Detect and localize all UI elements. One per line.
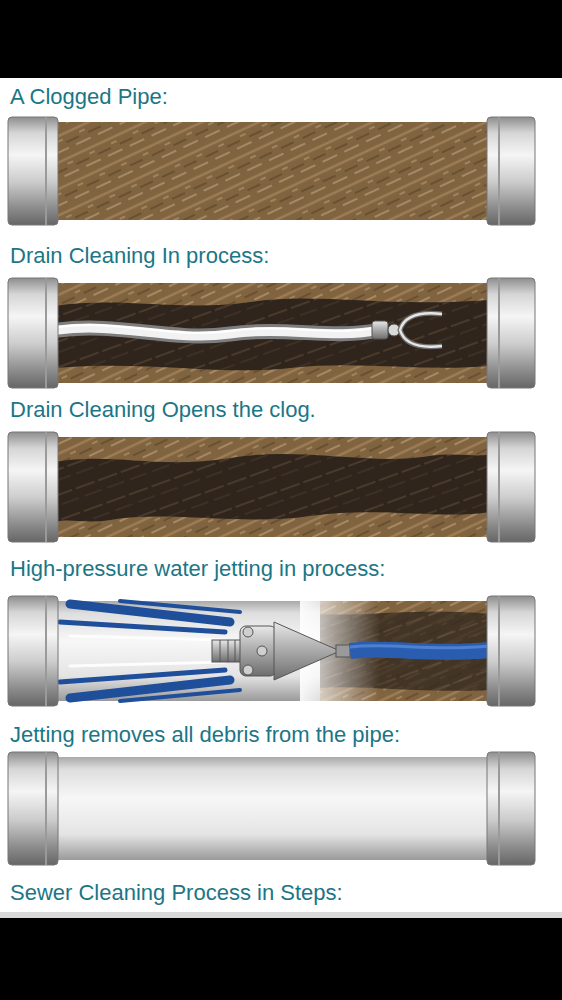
step-label: Drain Cleaning Opens the clog. — [10, 397, 316, 423]
jetting-pipe — [8, 596, 535, 706]
cable-pipe — [8, 278, 535, 388]
clean-pipe — [8, 752, 535, 865]
bottom-rule — [0, 912, 562, 918]
diagram-caption: Sewer Cleaning Process in Steps: — [10, 880, 343, 906]
step-label: Jetting removes all debris from the pipe… — [10, 722, 400, 748]
step-label: High-pressure water jetting in process: — [10, 556, 385, 582]
page-ground — [0, 78, 562, 912]
clogged-pipe — [8, 117, 535, 225]
opened-pipe — [8, 432, 535, 542]
step-label: A Clogged Pipe: — [10, 84, 168, 110]
step-label: Drain Cleaning In process: — [10, 243, 269, 269]
